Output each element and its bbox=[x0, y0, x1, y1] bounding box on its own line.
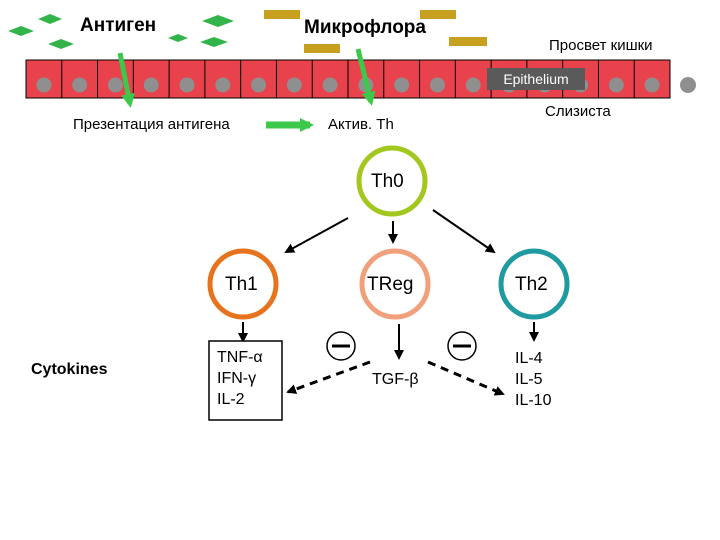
microflora-label: Микрофлора bbox=[304, 17, 426, 38]
antigen-presentation-label: Презентация антигена bbox=[73, 116, 230, 133]
cell-nucleus bbox=[286, 77, 302, 93]
antigen-particles bbox=[8, 14, 234, 49]
cell-nucleus bbox=[179, 77, 195, 93]
antigen-label: Антиген bbox=[80, 15, 157, 36]
antigen-particle bbox=[200, 37, 228, 47]
antigen-particle bbox=[38, 14, 62, 24]
lumen-label: Просвет кишки bbox=[549, 37, 653, 54]
cell-nucleus bbox=[322, 77, 338, 93]
inhibition-sign-left bbox=[326, 331, 356, 361]
th0-to-th1-arrow bbox=[284, 217, 349, 253]
antigen-particle bbox=[202, 15, 234, 27]
antigen-particle bbox=[8, 26, 34, 36]
cell-nucleus bbox=[644, 77, 660, 93]
antigen-particle bbox=[48, 39, 74, 49]
tgf-beta-label: TGF-β bbox=[372, 371, 419, 388]
cell-nucleus bbox=[36, 77, 52, 93]
cytokine-item: IL-5 bbox=[515, 371, 543, 388]
cell-nucleus bbox=[143, 77, 159, 93]
microflora-uptake-arrow bbox=[355, 48, 376, 106]
th2-cytokine-list: IL-4 IL-5 IL-10 bbox=[515, 348, 551, 411]
th-activation-label: Актив. Th bbox=[328, 116, 394, 133]
cytokine-item: IFN-γ bbox=[217, 370, 257, 387]
tgf-inhibits-th1-arrow bbox=[286, 360, 371, 394]
bacterium bbox=[264, 10, 300, 19]
treg-label: TReg bbox=[367, 274, 414, 295]
th0-cell bbox=[356, 145, 428, 217]
mucosa-label: Слизиста bbox=[545, 103, 611, 120]
nucleus-outside bbox=[680, 77, 696, 93]
bacterium bbox=[449, 37, 487, 46]
th1-label: Th1 bbox=[225, 274, 258, 295]
th2-label: Th2 bbox=[515, 274, 548, 295]
th1-cytokine-list: TNF-α IFN-γ IL-2 bbox=[217, 347, 263, 410]
th0-to-th2-arrow bbox=[432, 209, 496, 254]
cell-nucleus bbox=[251, 77, 267, 93]
tgf-inhibits-th2-arrow bbox=[427, 360, 505, 396]
cell-nucleus bbox=[429, 77, 445, 93]
antigen-uptake-arrow bbox=[117, 52, 135, 108]
cytokine-item: TNF-α bbox=[217, 349, 263, 366]
microflora-bacteria bbox=[264, 10, 487, 53]
th2-cell bbox=[498, 248, 570, 320]
cytokine-item: IL-4 bbox=[515, 350, 543, 367]
cytokines-label: Cytokines bbox=[31, 361, 108, 378]
th1-cell bbox=[207, 248, 279, 320]
cytokine-item: IL-2 bbox=[217, 391, 245, 408]
cell-nucleus bbox=[107, 77, 123, 93]
bacterium bbox=[304, 44, 340, 53]
inhibition-sign-right bbox=[447, 331, 477, 361]
cell-nucleus bbox=[394, 77, 410, 93]
cell-nucleus bbox=[72, 77, 88, 93]
epithelium-label: Epithelium bbox=[487, 68, 585, 90]
bacterium bbox=[420, 10, 456, 19]
th1-cytokine-box bbox=[208, 340, 283, 421]
cell-nucleus bbox=[608, 77, 624, 93]
antigen-particle bbox=[168, 34, 188, 42]
treg-cell bbox=[359, 248, 431, 320]
cell-nucleus bbox=[215, 77, 231, 93]
th0-label: Th0 bbox=[371, 171, 404, 192]
cell-nucleus bbox=[465, 77, 481, 93]
cytokine-item: IL-10 bbox=[515, 392, 552, 409]
